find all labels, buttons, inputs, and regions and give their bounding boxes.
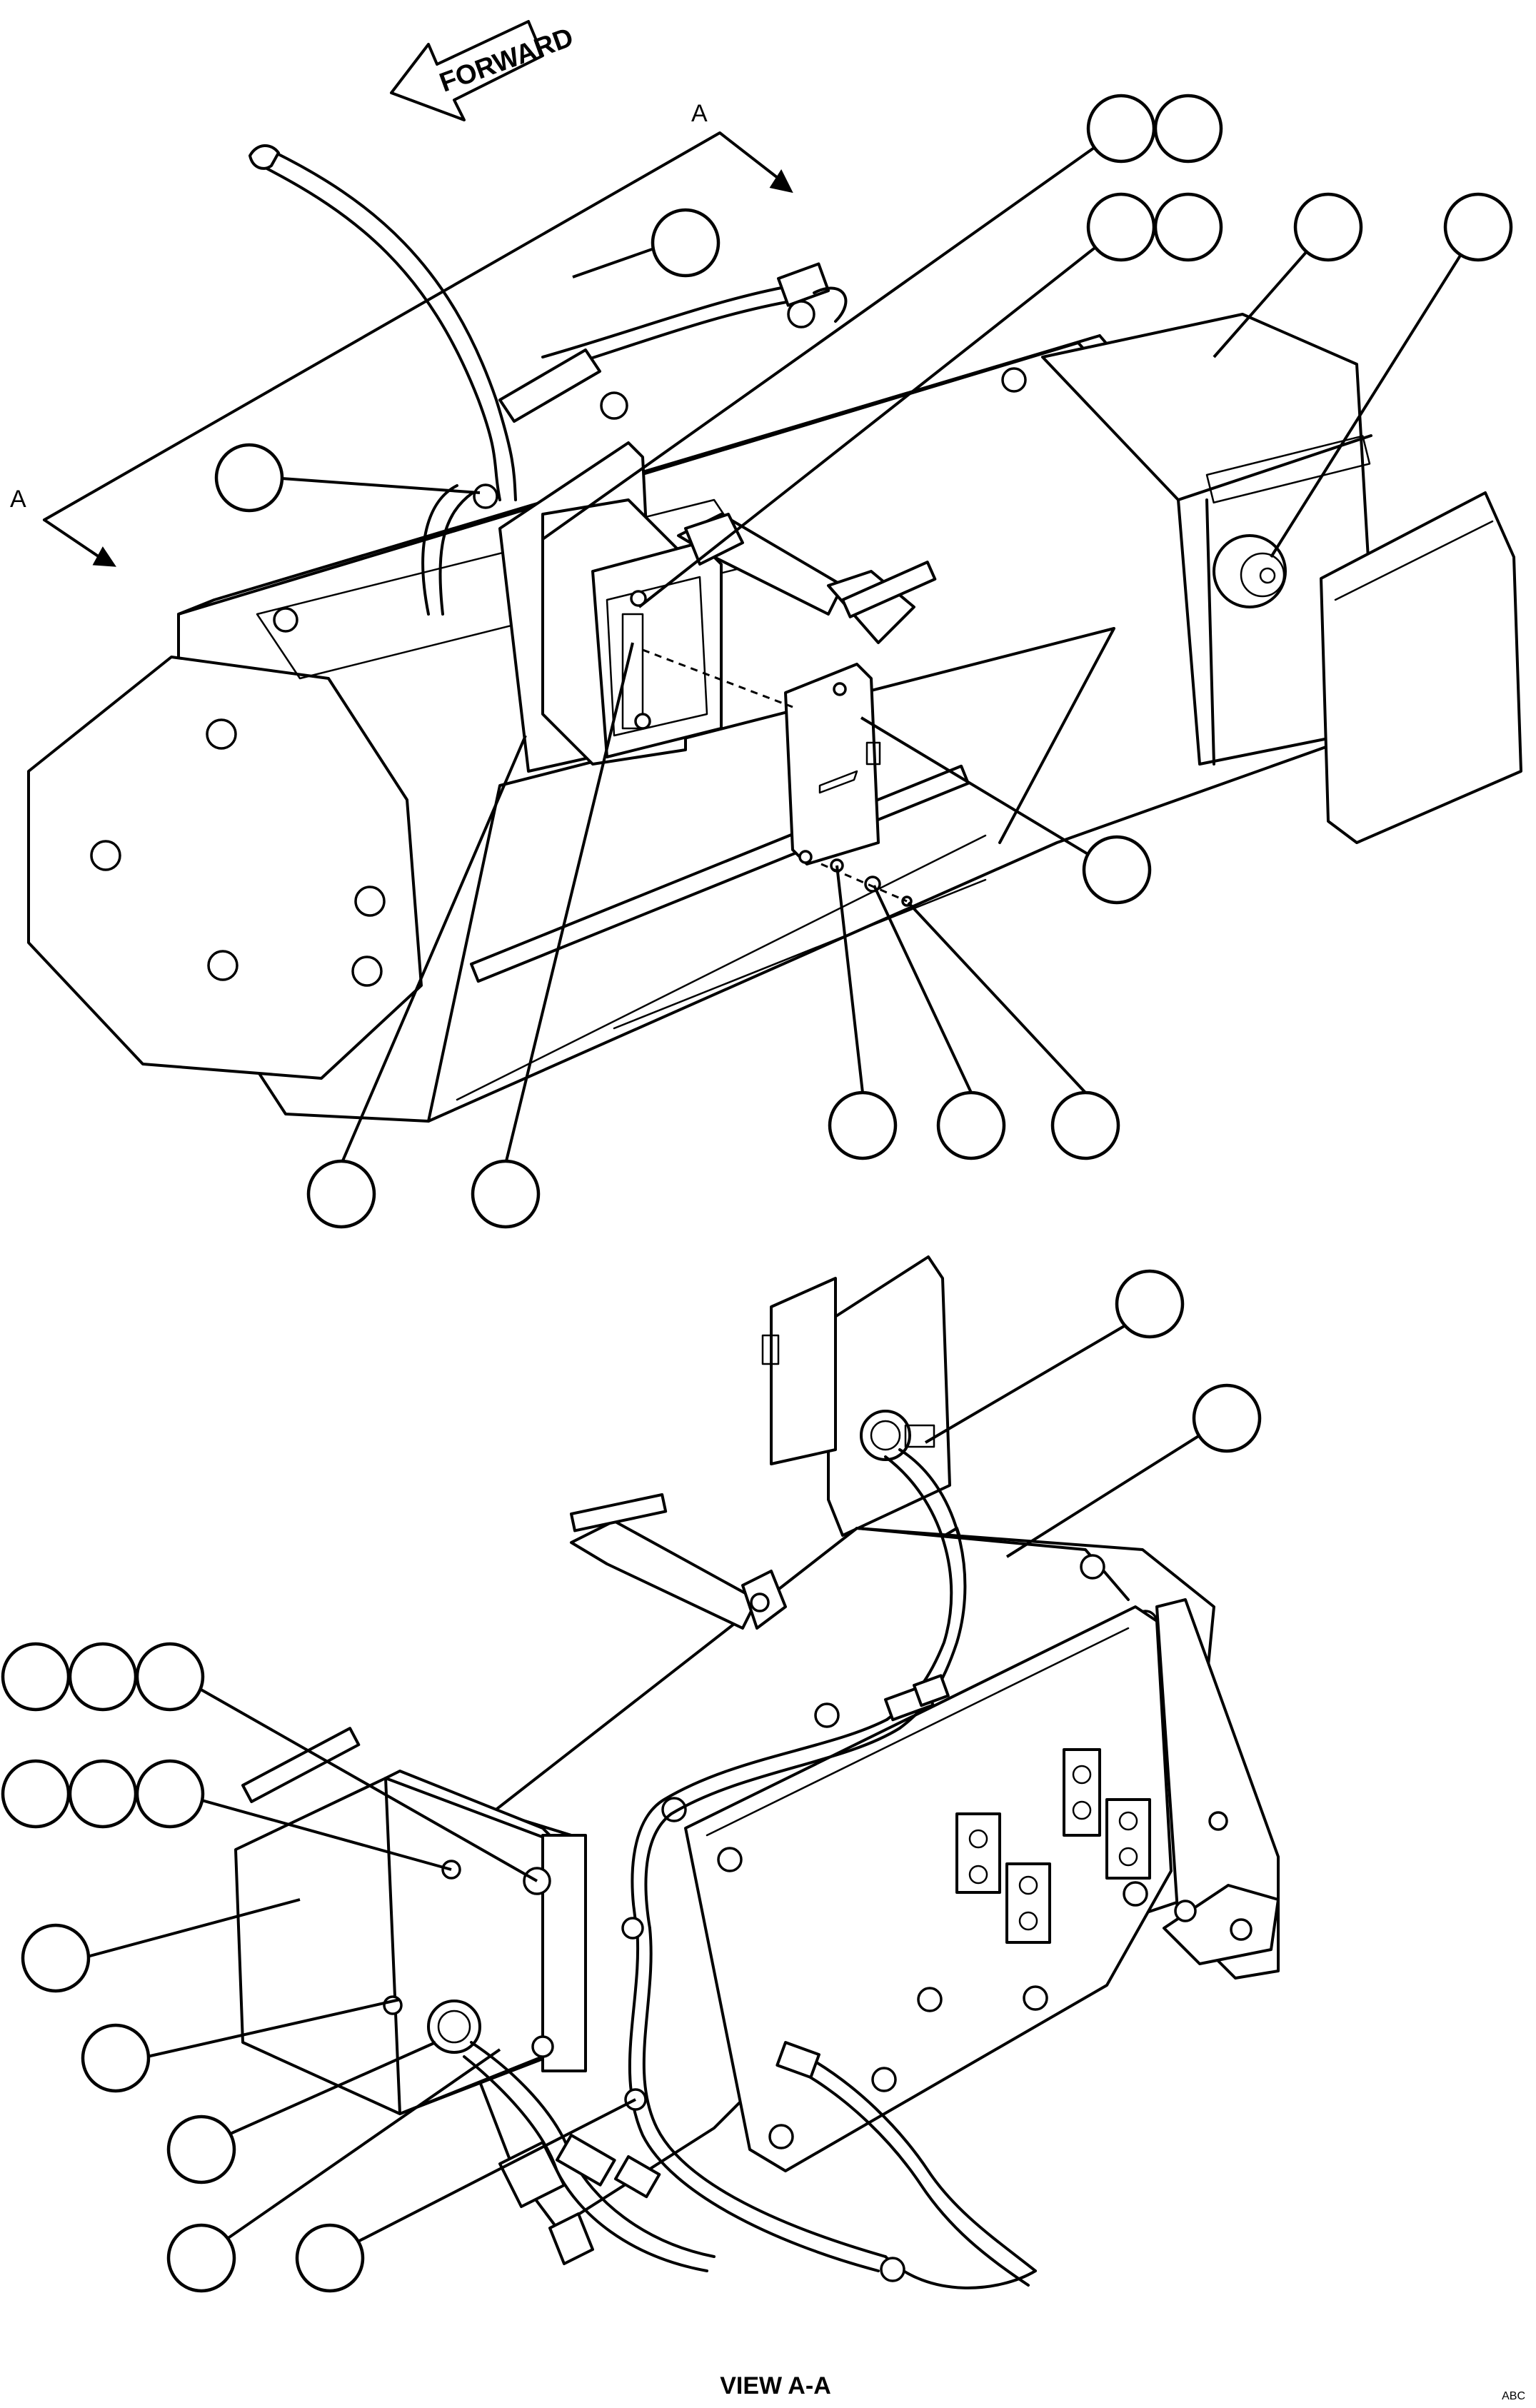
callout-balloon [651, 208, 721, 278]
callout-balloon [166, 2114, 236, 2184]
callout-balloon [1050, 1090, 1120, 1160]
lower-assembly [234, 1255, 1280, 2289]
upper-assembly [27, 144, 1522, 1123]
section-marker-left: A [10, 486, 26, 513]
view-caption: VIEW A-A [720, 2372, 831, 2399]
callout-balloon [1115, 1269, 1185, 1339]
callout-balloon [1086, 192, 1156, 262]
callout-balloon [68, 1642, 138, 1712]
callout-balloon [1192, 1383, 1262, 1453]
callout-balloon [68, 1759, 138, 1829]
lower-callouts [1, 1269, 1262, 2293]
callout-balloon [936, 1090, 1006, 1160]
callout-balloon [1443, 192, 1513, 262]
upper-callouts [214, 94, 1513, 1229]
callout-balloon [1082, 835, 1152, 905]
callout-balloon [166, 2223, 236, 2293]
callout-balloon [135, 1642, 205, 1712]
callout-balloon [306, 1159, 376, 1229]
callout-balloon [21, 1923, 91, 1993]
callout-balloon [1153, 94, 1223, 164]
callout-balloon [471, 1159, 541, 1229]
callout-balloon [81, 2023, 151, 2093]
callout-balloon [1, 1759, 71, 1829]
sheet-code: ABC [1502, 2390, 1525, 2402]
section-marker-top: A [691, 100, 708, 127]
callout-balloon [1153, 192, 1223, 262]
callout-balloon [1, 1642, 71, 1712]
callout-balloon [295, 2223, 365, 2293]
callout-balloon [214, 443, 284, 513]
section-line: A A [10, 100, 793, 567]
callout-balloon [1293, 192, 1363, 262]
forward-arrow: FORWARD [390, 20, 577, 121]
callout-balloon [1086, 94, 1156, 164]
callout-balloon [828, 1090, 898, 1160]
callout-balloon [135, 1759, 205, 1829]
